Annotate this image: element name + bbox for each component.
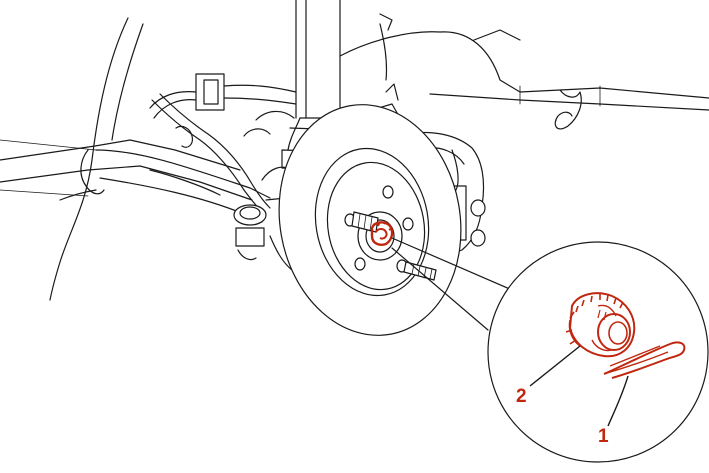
callout-number-1: 1	[598, 426, 609, 447]
callout-leaders	[529, 345, 629, 427]
cotter-pin	[603, 341, 686, 379]
brake-lines	[149, 73, 297, 119]
chassis-rail	[339, 13, 709, 130]
callout-number-2: 2	[516, 386, 527, 407]
detail-leader-lines	[391, 237, 513, 331]
hub-nut-highlight	[370, 220, 394, 246]
stabilizer-bar	[151, 93, 271, 261]
castle-nut	[565, 292, 636, 358]
subframe	[0, 139, 253, 201]
wheel-arch	[0, 17, 144, 301]
